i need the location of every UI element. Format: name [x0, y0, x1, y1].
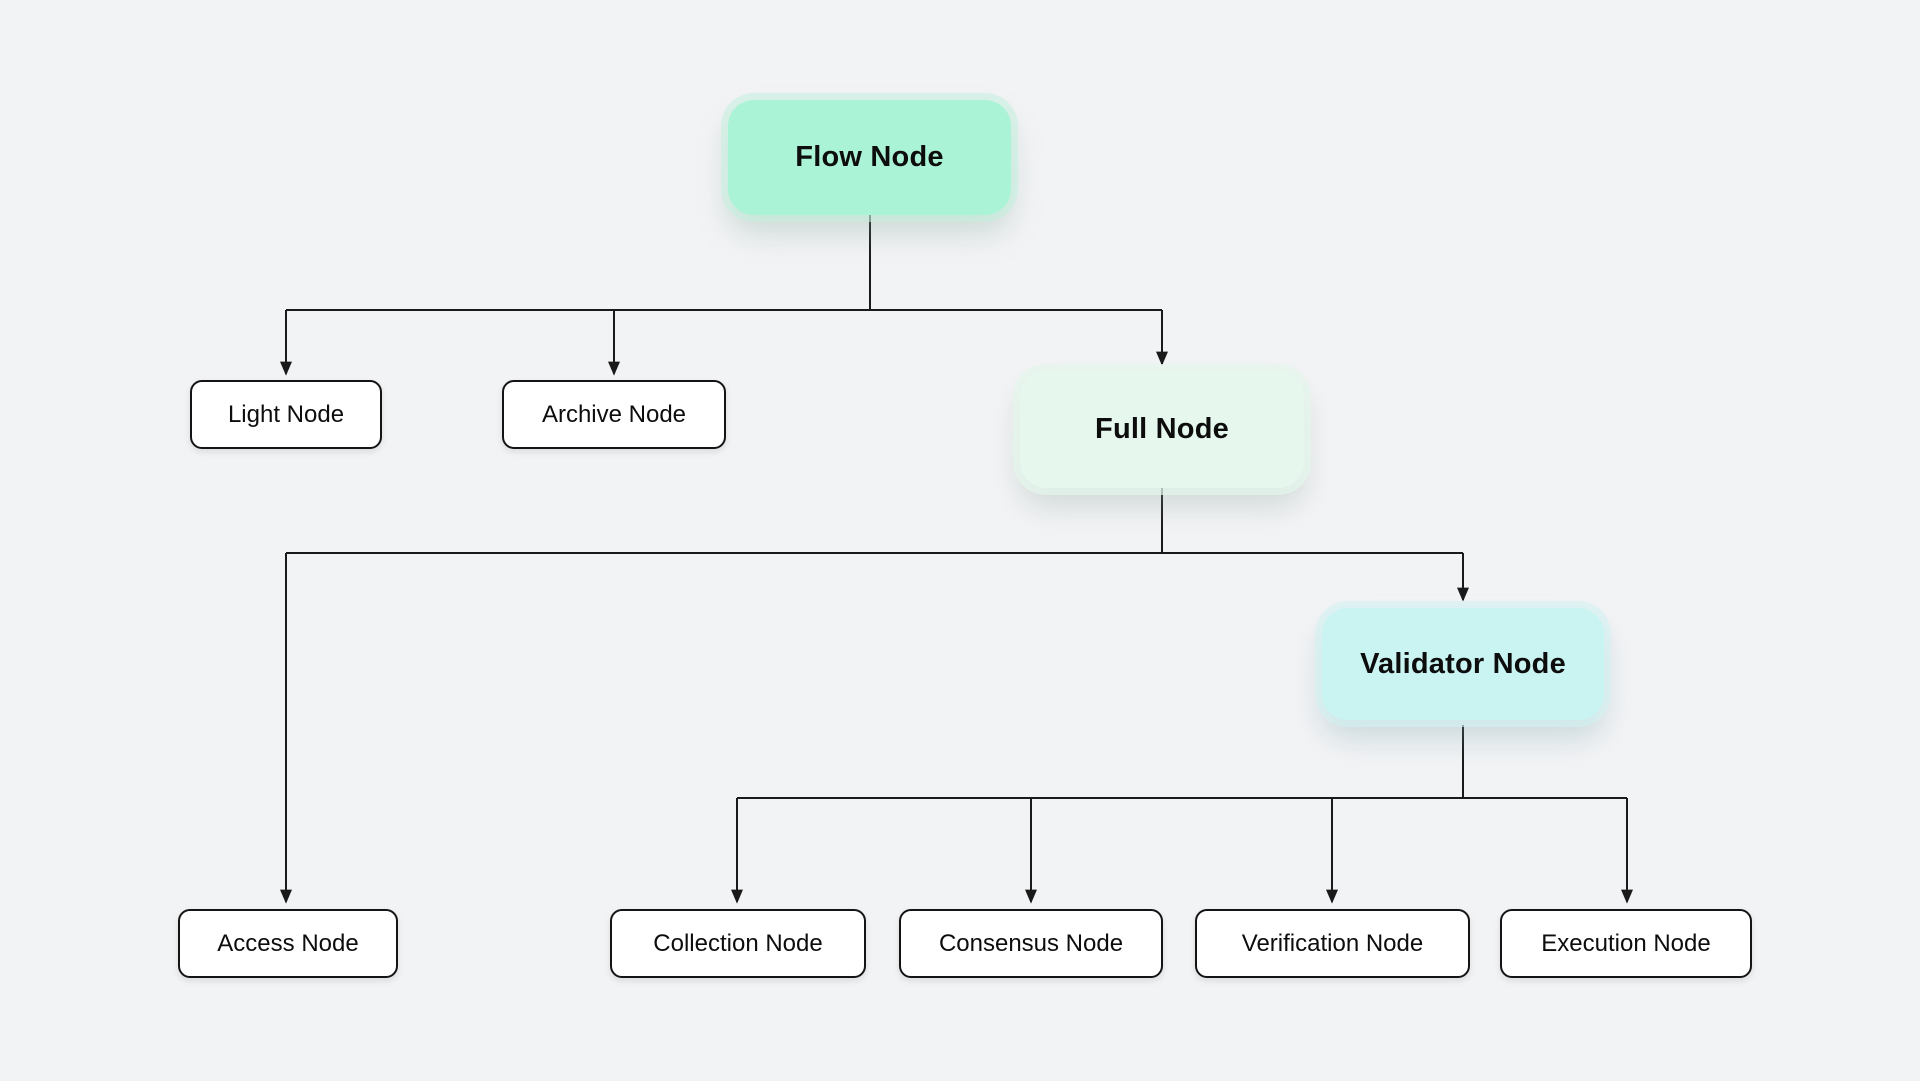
node-consensus: Consensus Node: [899, 909, 1163, 978]
node-collection: Collection Node: [610, 909, 866, 978]
node-verification-label: Verification Node: [1241, 929, 1424, 957]
node-flow-label: Flow Node: [795, 141, 944, 173]
node-verification: Verification Node: [1195, 909, 1470, 978]
node-flow: Flow Node: [728, 100, 1011, 215]
node-light: Light Node: [190, 380, 382, 449]
node-execution: Execution Node: [1500, 909, 1752, 978]
node-collection-label: Collection Node: [653, 929, 823, 957]
node-validator-label: Validator Node: [1360, 647, 1566, 680]
node-validator: Validator Node: [1322, 608, 1604, 720]
node-archive-label: Archive Node: [541, 400, 687, 428]
node-consensus-label: Consensus Node: [938, 929, 1124, 957]
node-full: Full Node: [1020, 371, 1304, 488]
node-full-label: Full Node: [1095, 413, 1229, 445]
node-light-label: Light Node: [227, 400, 345, 428]
node-access: Access Node: [178, 909, 398, 978]
node-archive: Archive Node: [502, 380, 726, 449]
node-access-label: Access Node: [217, 929, 359, 957]
node-execution-label: Execution Node: [1541, 929, 1711, 957]
